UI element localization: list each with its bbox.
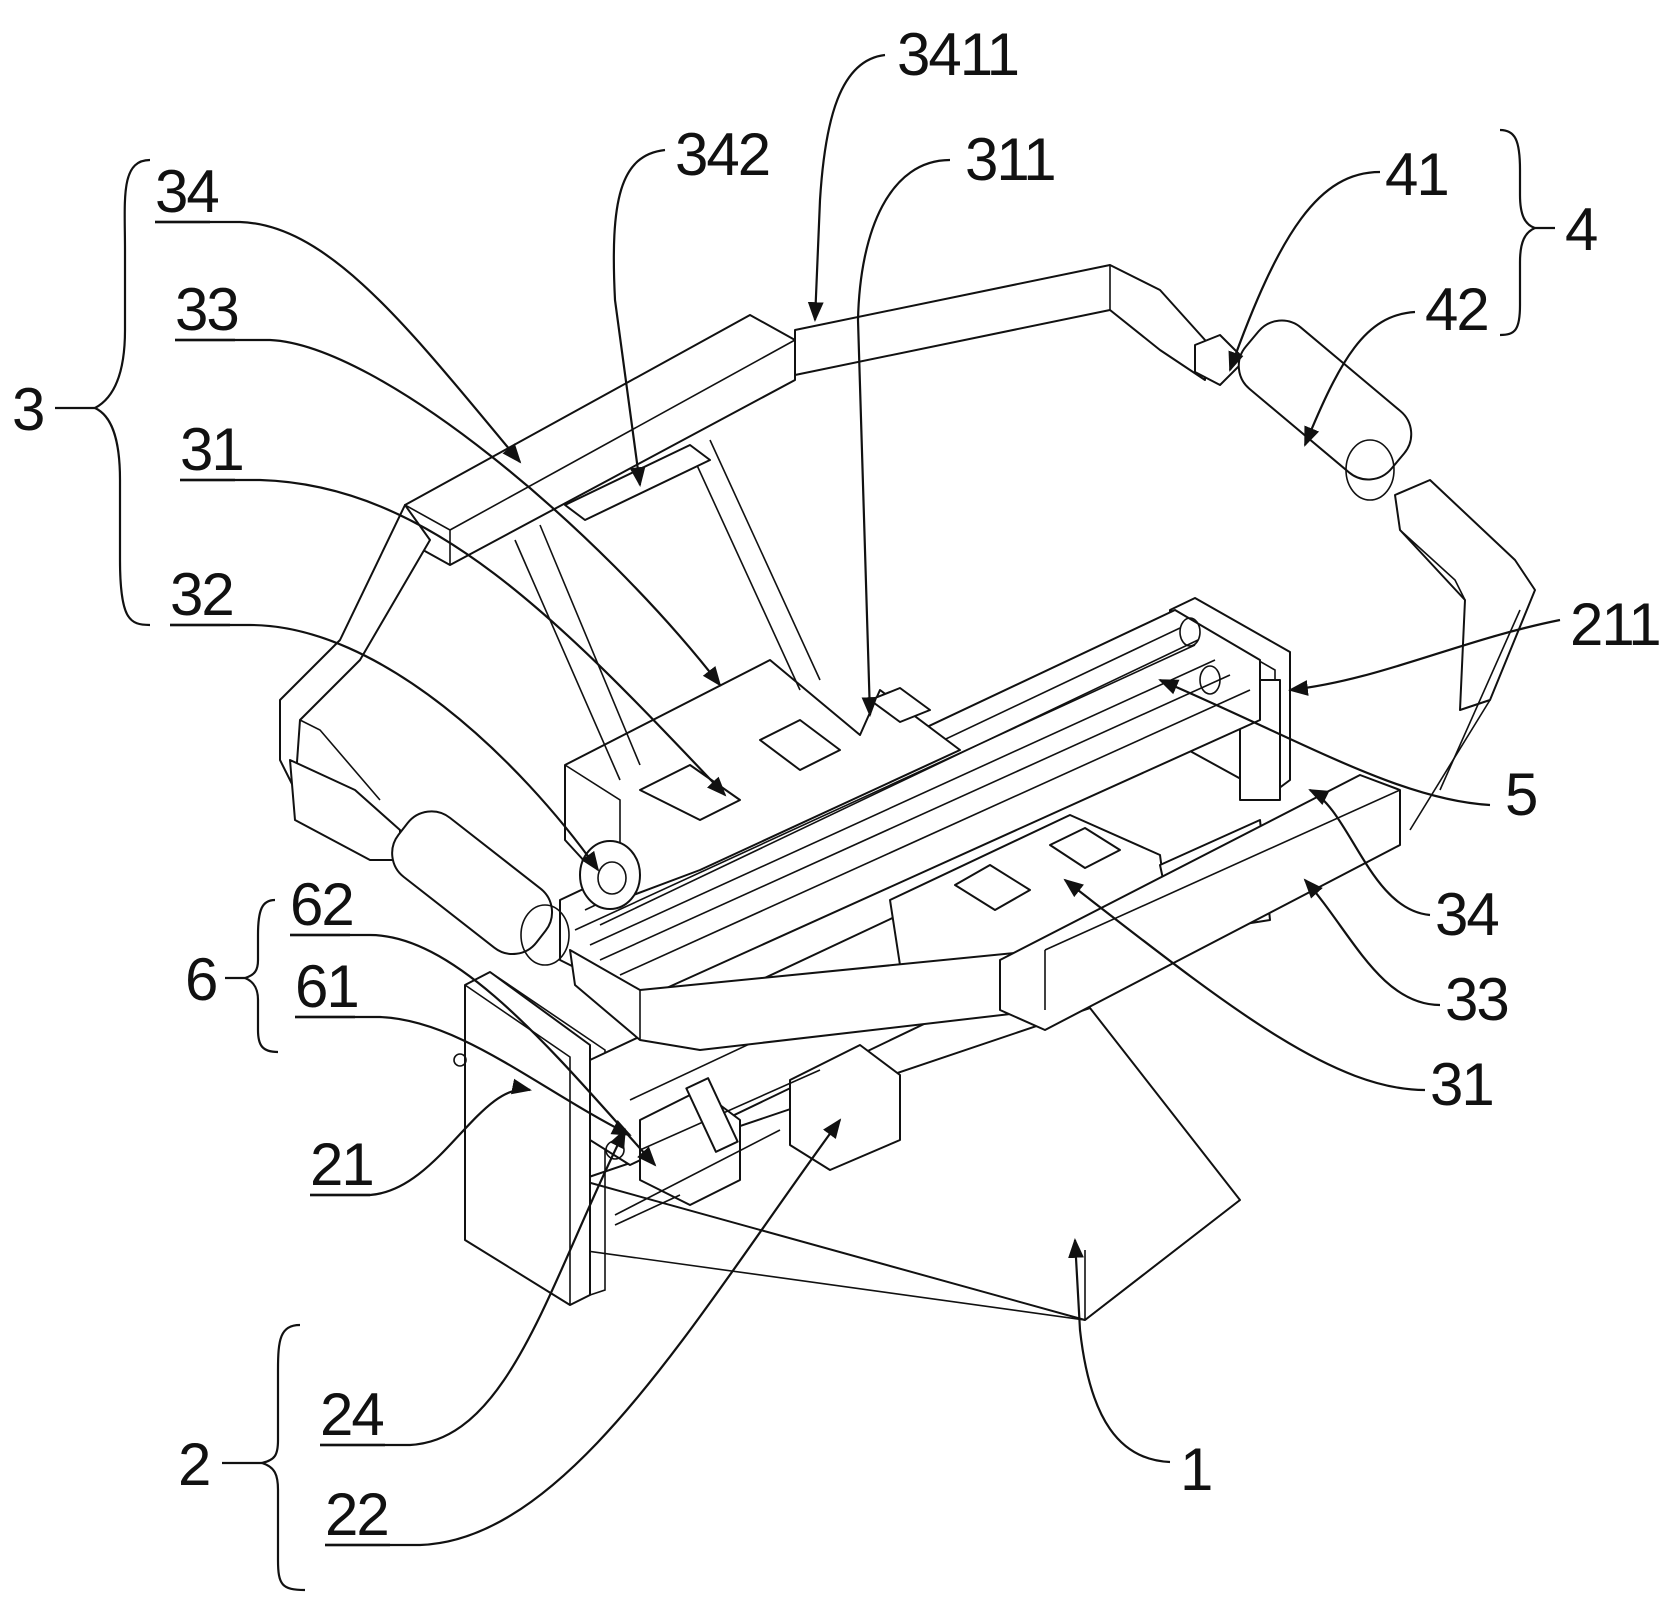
label-311: 311 [965,126,1055,193]
label-31-right: 31 [1430,1051,1493,1118]
label-6: 6 [185,946,216,1013]
label-22: 22 [325,1481,388,1548]
housing-block [454,972,605,1305]
label-1: 1 [1180,1436,1211,1503]
label-5: 5 [1505,761,1536,828]
label-42: 42 [1425,276,1488,343]
label-34-right: 34 [1435,881,1498,948]
label-31-left: 31 [180,416,243,483]
label-41: 41 [1385,141,1448,208]
label-3411: 3411 [897,21,1018,88]
label-211: 211 [1570,591,1660,658]
label-33-right: 33 [1445,966,1508,1033]
label-33-left: 33 [175,276,238,343]
label-3: 3 [12,376,43,443]
label-61: 61 [295,953,358,1020]
label-62: 62 [290,871,353,938]
label-34-left: 34 [155,158,218,225]
label-32: 32 [170,561,233,628]
label-4: 4 [1565,196,1597,263]
label-342: 342 [675,121,769,188]
label-24: 24 [320,1381,383,1448]
label-21: 21 [310,1131,373,1198]
label-2: 2 [178,1431,209,1498]
